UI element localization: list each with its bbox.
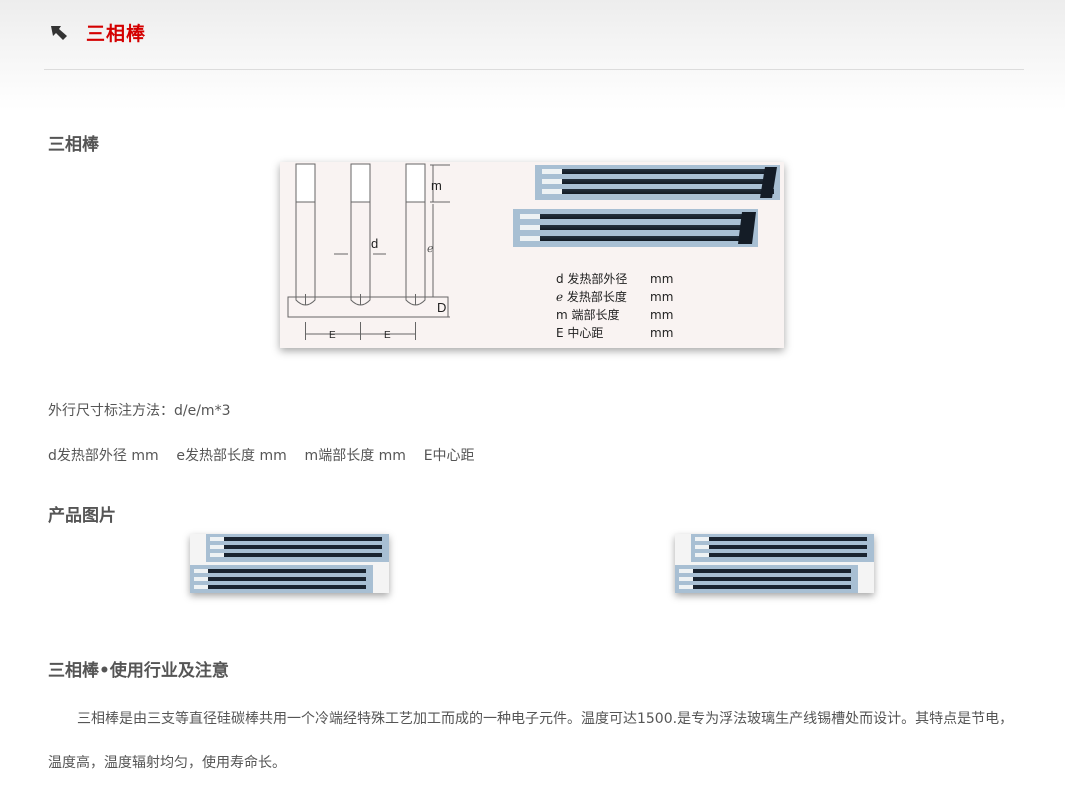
m-dimension-label: m bbox=[431, 178, 442, 193]
section-heading-product: 三相棒 bbox=[48, 135, 99, 155]
page-title: 三相棒 bbox=[86, 23, 147, 45]
usage-description: 三相棒是由三支等直径硅碳棒共用一个冷端经特殊工艺加工而成的一种电子元件。温度可达… bbox=[48, 711, 1014, 771]
d-dimension-label: d bbox=[371, 236, 378, 251]
section-heading-usage: 三相棒•使用行业及注意 bbox=[48, 661, 229, 681]
E-dimension-label-1: E bbox=[329, 330, 336, 341]
product-photo-top bbox=[535, 165, 780, 200]
e-dimension-label: ℯ bbox=[427, 243, 434, 255]
product-photo-1-image bbox=[190, 534, 389, 593]
arrow-icon bbox=[51, 26, 67, 40]
product-photo-2 bbox=[675, 534, 874, 593]
rod-outline-drawing bbox=[287, 163, 450, 340]
product-photo-2-image bbox=[675, 534, 874, 593]
D-dimension-label: D bbox=[437, 300, 446, 315]
spec-method-text: 外行尺寸标注方法：d/e/m*3 bbox=[48, 403, 231, 419]
product-photo-1 bbox=[190, 534, 389, 593]
page-header: 三相棒 bbox=[44, 0, 1024, 70]
diagram-svg: m d ℯ D E E bbox=[287, 163, 780, 341]
product-photo-bottom bbox=[513, 209, 758, 247]
E-dimension-label-2: E bbox=[384, 330, 391, 341]
section-heading-photos: 产品图片 bbox=[48, 506, 116, 526]
header-background bbox=[0, 0, 1065, 110]
spec-legend-text: d发热部外径 mm e发热部长度 mm m端部长度 mm E中心距 bbox=[48, 448, 475, 464]
